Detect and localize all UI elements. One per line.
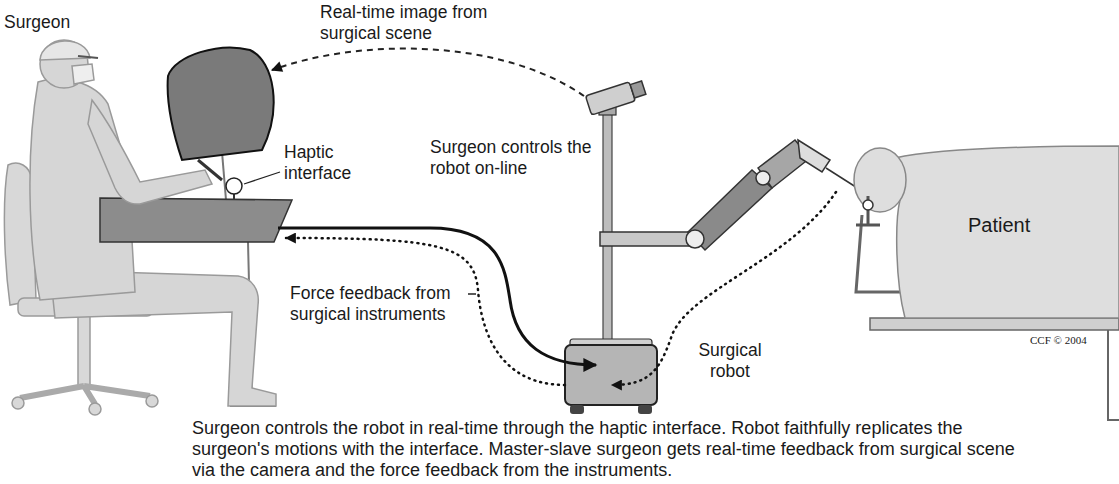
haptic-ball: [226, 178, 242, 194]
robot-joint: [756, 171, 770, 185]
patient-outline: [838, 128, 1119, 422]
robot-wheel: [638, 405, 652, 414]
image-flow-arrow: [272, 49, 584, 96]
copyright-note: CCF © 2004: [1030, 334, 1110, 347]
robot-boom: [600, 232, 695, 246]
monitor-stand: [222, 152, 226, 200]
flow-label: Surgeon controls the robot on-line: [430, 137, 595, 180]
chair-wheel: [89, 403, 101, 415]
figure-label: Surgeon: [4, 12, 104, 33]
table-leg: [1108, 330, 1119, 420]
console: [100, 198, 292, 242]
camera-body: [585, 82, 635, 115]
chair-stem: [78, 316, 90, 386]
monitor: [168, 48, 274, 160]
force-flow-arrow: [612, 192, 836, 385]
camera-pole: [603, 112, 612, 348]
surgeon-mask: [72, 64, 94, 84]
chair-wheel: [146, 395, 158, 407]
operating-table: [870, 318, 1119, 330]
control-flow-arrow: [278, 228, 596, 365]
chair-legs: [20, 386, 150, 404]
flow-label: Real-time image from surgical scene: [320, 2, 515, 45]
camera: [585, 78, 646, 115]
camera-lens: [630, 81, 646, 98]
robot-joint: [686, 230, 704, 248]
mouth-device: [856, 196, 880, 225]
surgeon-arm: [88, 100, 212, 204]
part-label: Surgical robot: [688, 340, 772, 383]
force-flow-arrow: [286, 238, 565, 385]
leader-line: [244, 172, 280, 184]
robot-arm: [600, 140, 870, 250]
mouth-device: [863, 200, 873, 210]
robot-wheel: [570, 405, 584, 414]
leader-line: [468, 293, 476, 295]
part-label: Haptic interface: [284, 142, 379, 185]
flow-label: Force feedback from surgical instruments: [290, 283, 466, 326]
chair-wheel: [12, 397, 24, 409]
patient-head: [854, 148, 906, 212]
robot-tool: [798, 140, 830, 172]
patient-body: [895, 146, 1119, 318]
robot-base: [565, 345, 657, 405]
node-label: Patient: [968, 214, 1030, 237]
patient-figure: Patient: [838, 128, 1119, 422]
stylus: [198, 160, 222, 180]
surgeon-glasses: [78, 56, 98, 58]
figure-caption: Surgeon controls the robot in real-time …: [192, 418, 1034, 481]
haptic-pin: [233, 194, 235, 200]
